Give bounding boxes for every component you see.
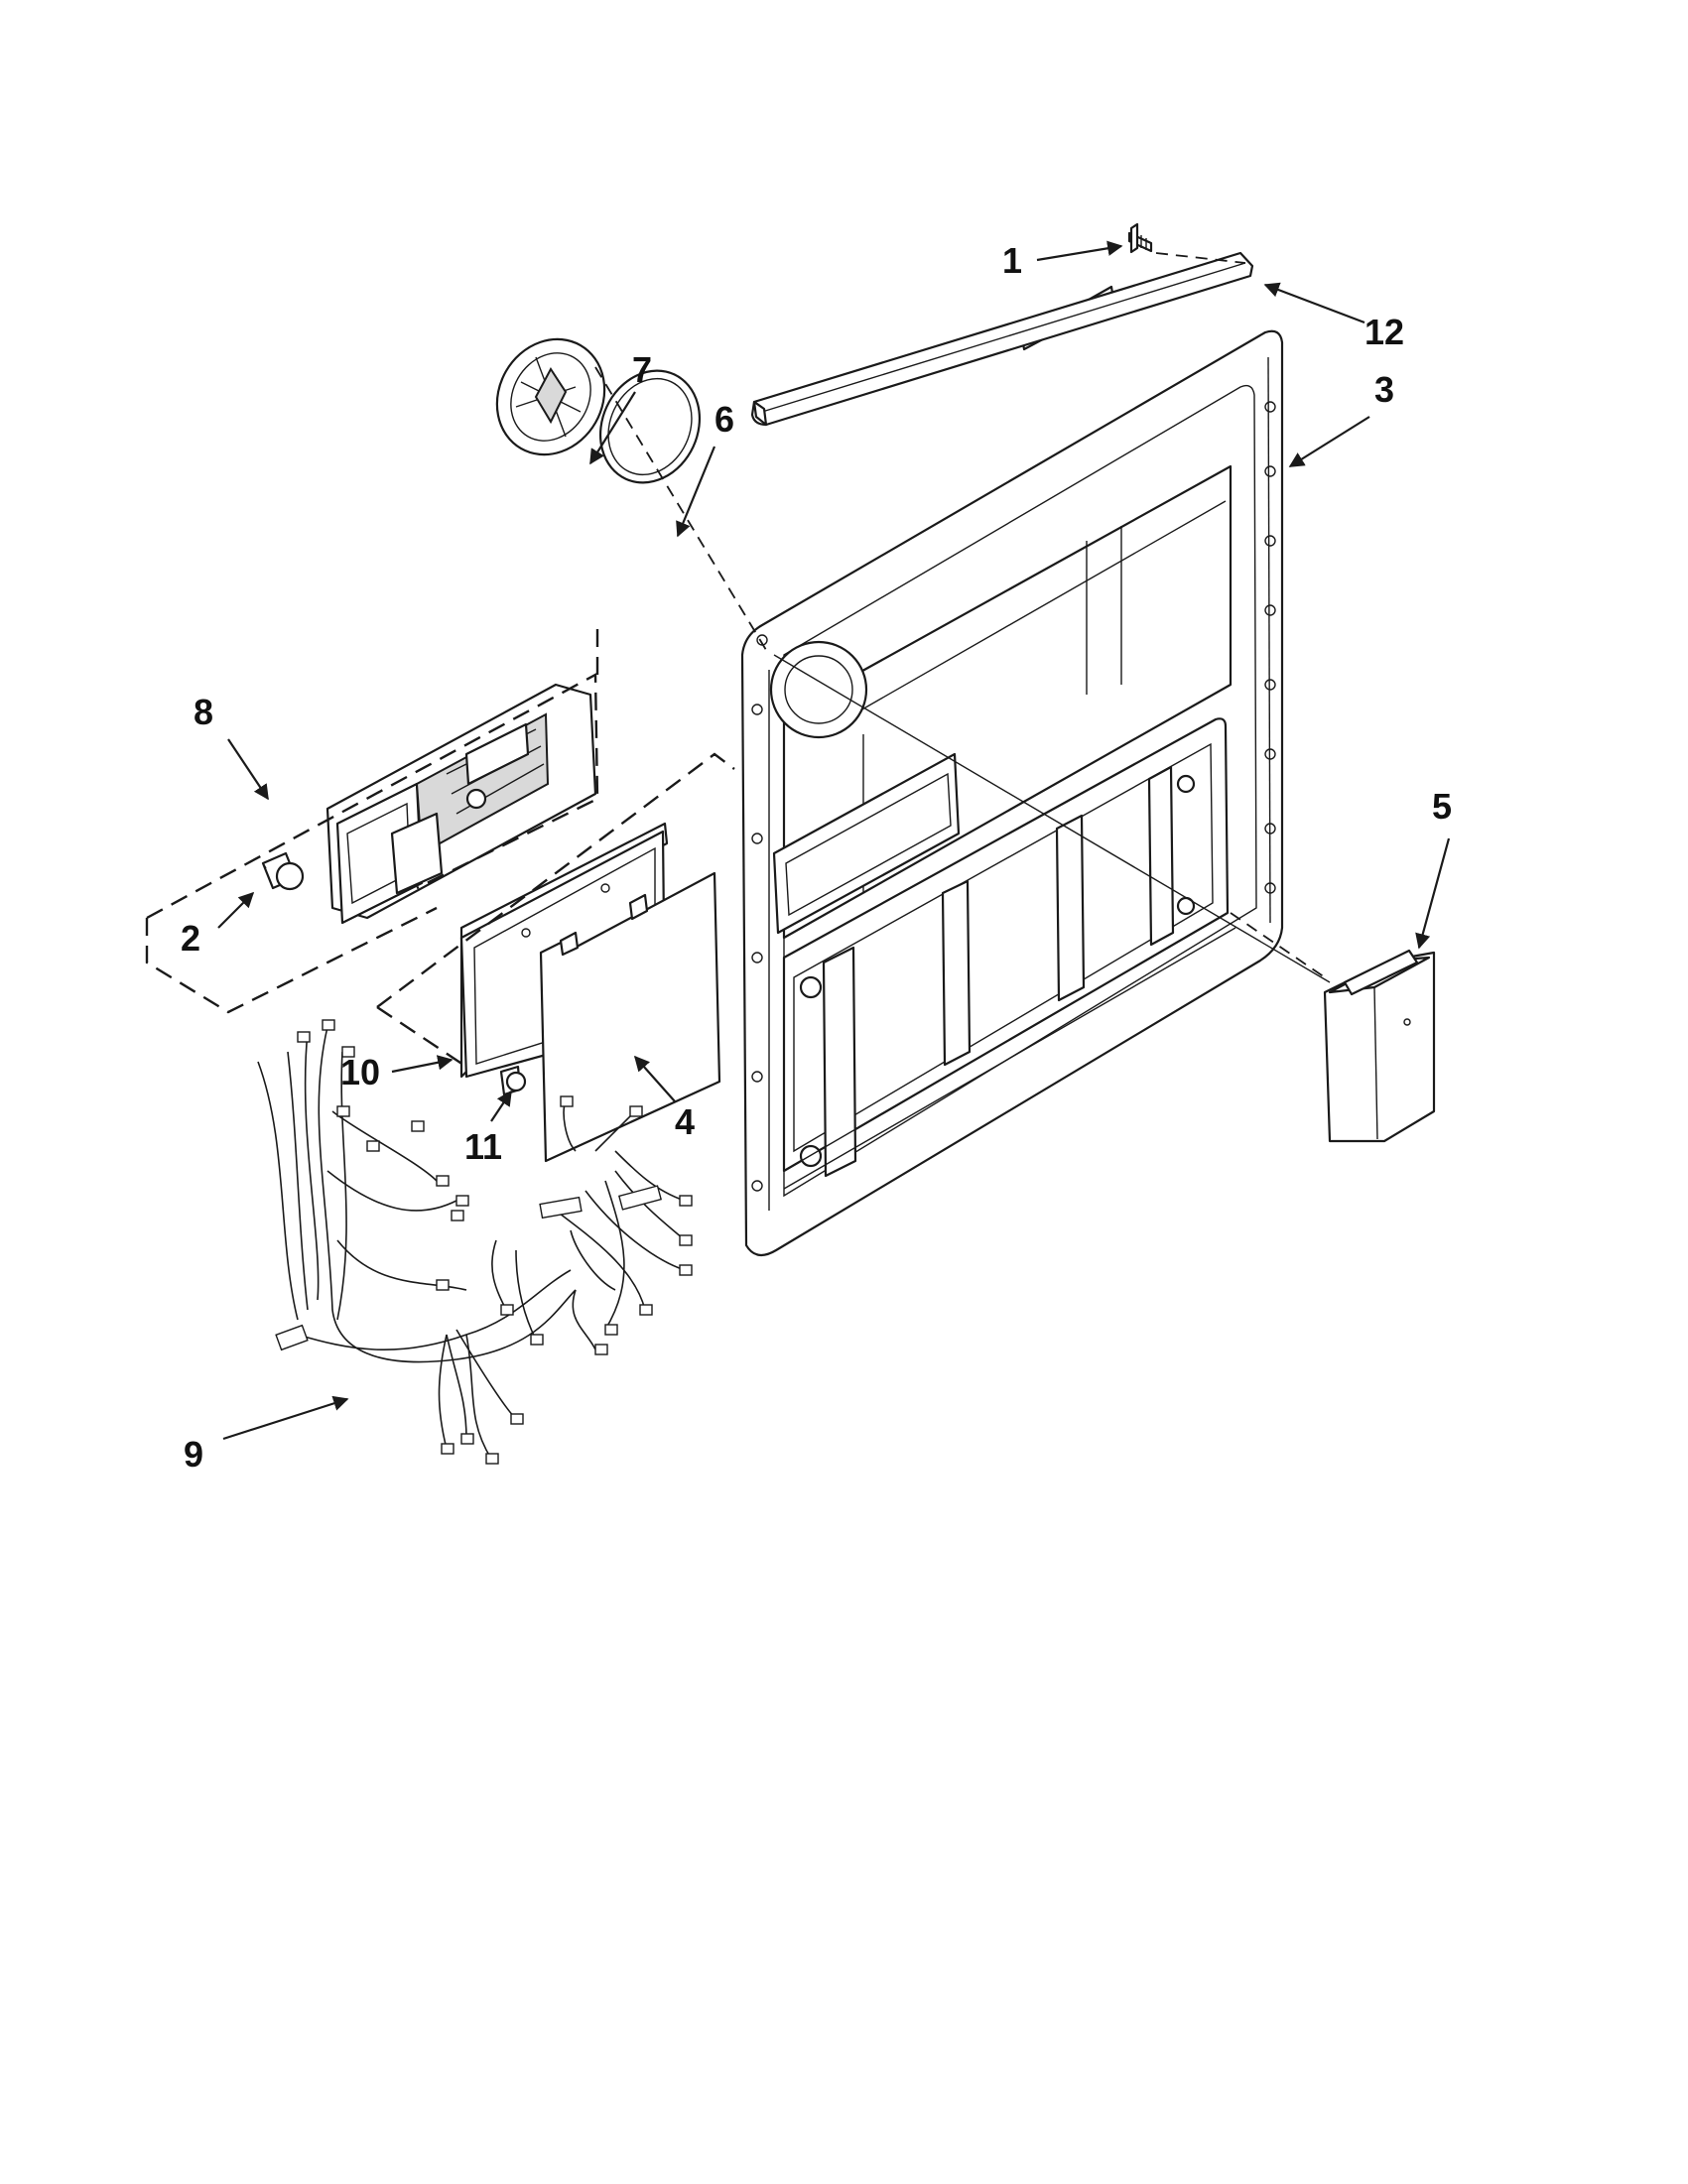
top-trim-strip — [750, 251, 1254, 427]
callout-6: 6 — [714, 399, 734, 440]
dispenser-dashed-outline — [145, 673, 599, 1014]
dispenser-assembly — [325, 683, 597, 925]
callout-labels: 1 2 3 4 5 6 7 8 9 10 11 12 — [181, 240, 1452, 1475]
knob-part-2 — [261, 851, 305, 891]
inner-door-panel — [740, 285, 1284, 1257]
screw-part-1 — [1127, 222, 1153, 254]
gasket-ring — [598, 369, 702, 484]
panel-screw-holes — [751, 401, 1276, 1192]
callout-8: 8 — [194, 692, 213, 732]
callout-3: 3 — [1374, 369, 1394, 410]
wire-harness — [257, 1019, 693, 1465]
vent-duct — [1323, 949, 1436, 1143]
callout-leaders — [217, 240, 1451, 1441]
callout-1: 1 — [1002, 240, 1022, 281]
callout-10: 10 — [340, 1052, 380, 1092]
screw-part-11 — [499, 1065, 527, 1096]
callout-12: 12 — [1364, 312, 1404, 352]
callout-7: 7 — [632, 349, 652, 390]
control-board-cover-4 — [539, 871, 721, 1163]
callout-5: 5 — [1432, 786, 1452, 827]
projection-lines — [594, 252, 1331, 983]
callout-4: 4 — [675, 1101, 695, 1142]
vent-cap — [495, 337, 606, 456]
callout-11: 11 — [464, 1126, 502, 1167]
callout-9: 9 — [184, 1434, 203, 1475]
callout-2: 2 — [181, 918, 200, 959]
